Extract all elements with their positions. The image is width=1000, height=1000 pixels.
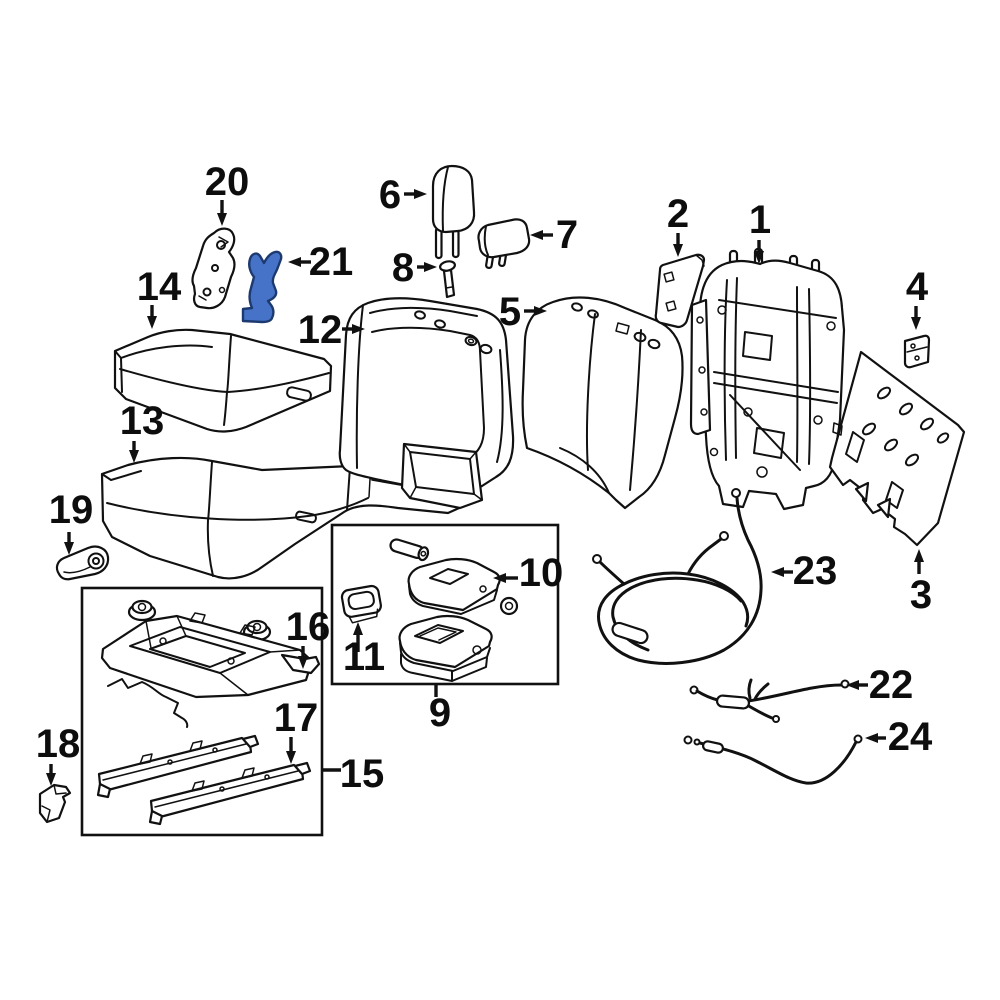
seat-adjuster-box [80,586,324,837]
callout-arrowhead-icon [352,324,365,334]
callout-arrowhead-icon [46,773,56,786]
callout-label: 10 [519,551,564,595]
part-3-back-panel[interactable] [828,350,966,547]
part-19-recliner-handle[interactable] [55,545,110,581]
callout-label: 6 [379,173,401,217]
part-2-seat-back-board[interactable] [654,253,706,329]
callout-label: 17 [274,696,319,740]
callout-20-hinge-bracket[interactable]: 20 [205,160,250,226]
part-22-release-cable[interactable] [689,678,850,723]
callout-label: 23 [793,549,838,593]
part-17-seat-track[interactable] [96,734,312,826]
callout-24-lock-cable[interactable]: 24 [865,715,933,759]
callout-arrowhead-icon [286,751,296,764]
callout-label: 12 [298,308,343,352]
callout-2-seat-back-board[interactable]: 2 [667,192,689,257]
callout-arrowhead-icon [771,567,784,577]
callout-12-seat-back-cover-left[interactable]: 12 [298,308,365,352]
callout-17-seat-track[interactable]: 17 [274,696,319,764]
callout-arrowhead-icon [424,262,437,272]
part-6-headrest[interactable] [431,164,476,260]
callout-label: 11 [343,635,385,679]
callout-label: 5 [499,290,521,334]
callout-arrowhead-icon [147,316,157,329]
callout-label: 1 [749,198,771,242]
callout-6-headrest[interactable]: 6 [379,173,427,217]
callout-label: 8 [392,246,414,290]
callout-3-back-panel[interactable]: 3 [910,549,932,617]
callout-23-cable-harness[interactable]: 23 [771,549,837,593]
callout-label: 19 [49,488,94,532]
part-7-center-headrest[interactable] [477,218,531,270]
part-11-cup-holder[interactable] [340,584,383,624]
callout-7-center-headrest[interactable]: 7 [530,213,578,257]
callout-label: 14 [137,265,182,309]
part-10-armrest[interactable] [389,538,519,682]
callout-8-headrest-guide[interactable]: 8 [392,246,437,290]
part-24-lock-cable[interactable] [683,734,863,785]
callout-arrowhead-icon [865,733,878,743]
part-5-seat-back-cover-right[interactable] [521,296,684,510]
part-18-track-end-cover[interactable] [38,783,72,824]
callout-arrowhead-icon [298,656,308,669]
callout-label: 16 [286,605,331,649]
callout-arrowhead-icon [914,549,924,562]
callout-label: 24 [888,715,933,759]
callout-5-seat-back-cover-right[interactable]: 5 [499,290,547,334]
armrest-assembly-box [330,523,560,686]
callout-label: 18 [36,722,81,766]
callout-label: 21 [309,240,354,284]
callout-1-seat-back-frame[interactable]: 1 [749,198,771,264]
callout-arrowhead-icon [288,257,301,267]
callout-label: 9 [429,691,451,735]
callout-14-seat-cushion-cover[interactable]: 14 [137,265,182,329]
callout-arrowhead-icon [353,622,363,635]
callout-arrowhead-icon [673,244,683,257]
part-21-recliner-cover-highlighted[interactable] [241,250,283,324]
callout-4-striker-bracket[interactable]: 4 [906,265,929,330]
callout-arrowhead-icon [534,306,547,316]
callout-arrowhead-icon [217,213,227,226]
callout-label: 13 [120,399,165,443]
callout-10-armrest[interactable]: 10 [493,551,563,595]
part-23-cable-harness[interactable] [592,488,763,665]
callout-label: 15 [340,752,385,796]
callout-label: 3 [910,573,932,617]
callout-arrowhead-icon [911,317,921,330]
part-20-hinge-bracket[interactable] [191,227,236,310]
callout-arrowhead-icon [530,230,543,240]
part-12-seat-back-cover-left[interactable] [338,297,515,510]
callout-13-seat-cushion-pad[interactable]: 13 [120,399,165,463]
callout-label: 2 [667,192,689,236]
callout-arrowhead-icon [846,680,859,690]
callout-arrowhead-icon [754,251,764,264]
part-14-seat-cushion-cover[interactable] [113,328,333,433]
callout-arrowhead-icon [493,573,506,583]
callout-arrowhead-icon [129,450,139,463]
callout-arrowhead-icon [414,189,427,199]
callout-9-armrest-assembly[interactable]: 9 [429,684,451,735]
callout-label: 4 [906,265,929,309]
callout-22-release-cable[interactable]: 22 [846,663,913,707]
callout-arrowhead-icon [64,542,74,555]
part-1-seat-back-frame[interactable] [689,247,846,511]
callout-label: 22 [869,663,914,707]
callout-15-seat-adjuster-assembly[interactable]: 15 [322,752,384,796]
part-16-cushion-frame[interactable] [100,599,321,728]
part-8-headrest-guide[interactable] [439,260,456,299]
callout-label: 20 [205,160,250,204]
callout-label: 7 [556,213,578,257]
callout-11-cup-holder[interactable]: 11 [343,622,385,679]
part-4-striker-bracket[interactable] [903,334,931,369]
callout-18-track-end-cover[interactable]: 18 [36,722,81,786]
callout-16-cushion-frame[interactable]: 16 [286,605,331,669]
callout-21-recliner-cover[interactable]: 21 [288,240,353,284]
callout-19-recliner-handle[interactable]: 19 [49,488,94,555]
